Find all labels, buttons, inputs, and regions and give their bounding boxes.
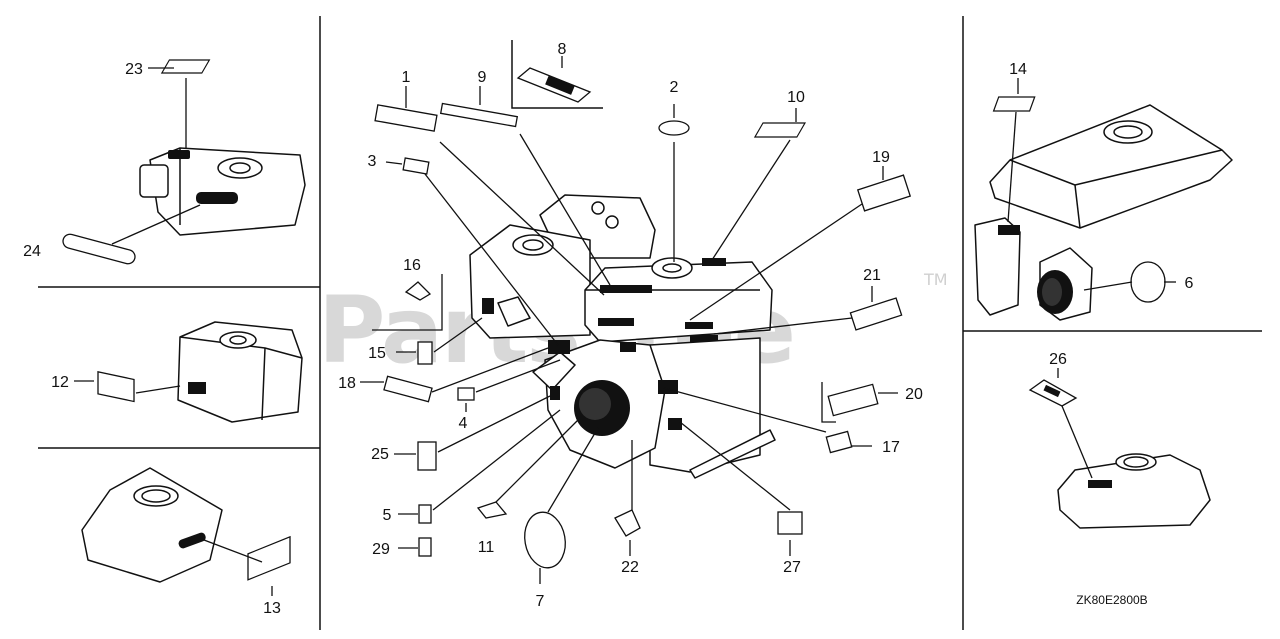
callout-3: 3 [368, 153, 377, 170]
decal-6 [1130, 261, 1166, 303]
decal-27 [777, 511, 803, 535]
panel-frames [38, 16, 1262, 630]
decal-1 [374, 104, 438, 132]
callout-17: 17 [882, 439, 900, 456]
decal-2 [658, 120, 690, 136]
callout-9: 9 [478, 69, 487, 86]
callout-26: 26 [1049, 351, 1067, 368]
decal-17 [825, 430, 853, 454]
decal-25 [417, 441, 437, 471]
decal-9 [439, 102, 519, 128]
decal-10 [753, 122, 807, 138]
decal-22 [614, 509, 641, 537]
callout-6: 6 [1185, 275, 1194, 292]
fuel-tank-drawing-3 [81, 467, 223, 583]
decal-18 [383, 375, 433, 403]
decal-21 [849, 297, 903, 331]
decal-14 [992, 96, 1036, 112]
decal-15 [417, 341, 433, 365]
callout-11: 11 [478, 539, 495, 556]
leader-lines [360, 56, 898, 584]
diagram-code: ZK80E2800B [1076, 593, 1147, 607]
callout-25: 25 [371, 446, 389, 463]
decal-5 [418, 504, 432, 524]
callout-1: 1 [402, 69, 411, 86]
callout-14: 14 [1009, 61, 1027, 78]
callout-20: 20 [905, 386, 923, 403]
callout-23: 23 [125, 61, 143, 78]
callout-5: 5 [383, 507, 392, 524]
decal-13 [247, 535, 291, 581]
decal-29 [418, 537, 432, 557]
callout-27: 27 [783, 559, 801, 576]
fuel-tank-drawing-4 [974, 104, 1233, 321]
engine-drawing [469, 194, 776, 479]
decal-11 [476, 501, 508, 519]
decal-16 [404, 281, 432, 301]
callout-24: 24 [23, 243, 41, 260]
callout-22: 22 [621, 559, 639, 576]
callout-18: 18 [338, 375, 356, 392]
fuel-tank-drawing-1 [139, 147, 306, 236]
callout-15: 15 [368, 345, 386, 362]
decal-12 [97, 371, 135, 403]
callout-19: 19 [872, 149, 890, 166]
callout-10: 10 [787, 89, 805, 106]
callout-13: 13 [263, 600, 281, 617]
decal-19 [856, 174, 912, 212]
callout-21: 21 [863, 267, 881, 284]
fuel-tank-drawing-5 [1057, 453, 1211, 529]
decal-7 [524, 511, 566, 569]
callout-7: 7 [536, 593, 545, 610]
callout-2: 2 [670, 79, 679, 96]
decal-8 [516, 67, 592, 103]
callout-12: 12 [51, 374, 69, 391]
decal-3 [402, 157, 430, 175]
fuel-tank-drawing-2 [177, 321, 303, 423]
callout-29: 29 [372, 541, 390, 558]
callout-16: 16 [403, 257, 421, 274]
watermark-tm: TM [923, 270, 948, 289]
decal-4 [457, 387, 475, 401]
callout-4: 4 [459, 415, 468, 432]
decal-26 [1028, 379, 1078, 407]
decal-20 [827, 383, 879, 417]
callout-8: 8 [558, 41, 567, 58]
decal-24 [62, 233, 136, 265]
decal-23 [160, 59, 211, 74]
